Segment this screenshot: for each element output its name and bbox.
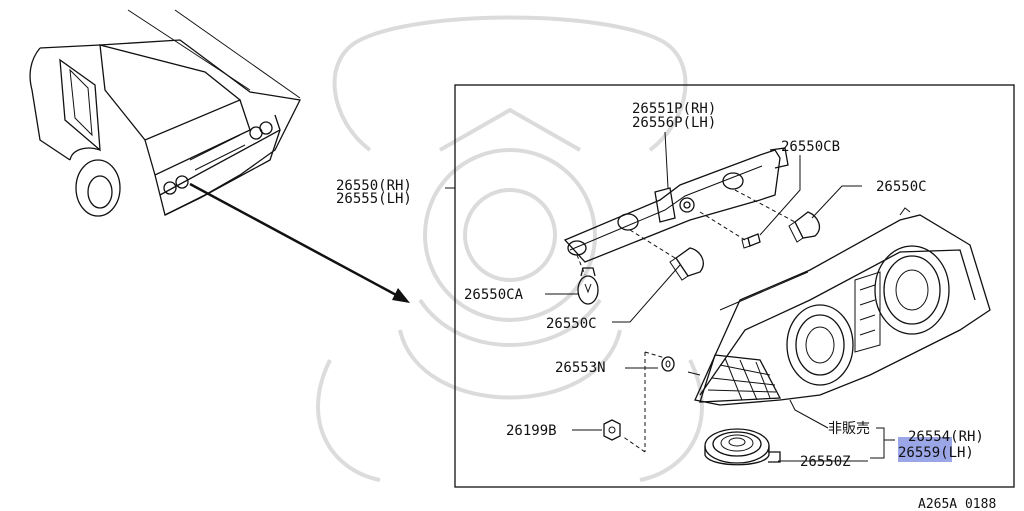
- bulb-26550cb: [741, 233, 761, 249]
- label-not-for-sale: 非販売: [828, 421, 870, 437]
- detail-frame: [454, 84, 1015, 488]
- highlight-box: [898, 437, 952, 462]
- label-26199b: 26199B: [506, 423, 557, 439]
- tail-lamp-housing: [687, 207, 991, 406]
- nut-26199b: [603, 419, 621, 441]
- label-26559-lh: 26559(LH): [898, 445, 974, 461]
- label-26555-lh: 26555(LH): [336, 191, 412, 207]
- label-26550ca: 26550CA: [464, 287, 524, 303]
- label-26550-rh: 26550(RH): [336, 178, 412, 194]
- bulb-26550c-mid: [669, 247, 704, 281]
- label-26550cb: 26550CB: [781, 139, 840, 155]
- leader-lines: [445, 131, 895, 462]
- bulb-socket-harness: [563, 147, 789, 263]
- washer-26553n: [661, 356, 675, 372]
- bulb-26550ca: [577, 267, 599, 305]
- label-26551p-rh: 26551P(RH): [632, 101, 716, 117]
- car-rear-illustration: [29, 9, 301, 217]
- label-26550c-mid: 26550C: [546, 316, 597, 332]
- gasket-26550z: [704, 428, 781, 466]
- alignment-lines: [576, 189, 796, 276]
- label-26550z: 26550Z: [800, 454, 851, 470]
- label-26553n: 26553N: [555, 360, 606, 376]
- figure-code: A265A 0188: [918, 497, 996, 511]
- pointer-arrow: [189, 182, 410, 303]
- label-26550c-top: 26550C: [876, 179, 927, 195]
- bulb-26550c-top: [788, 211, 821, 243]
- label-26556p-lh: 26556P(LH): [632, 115, 716, 131]
- label-26554-rh: 26554(RH): [908, 429, 984, 445]
- watermark-emblem: [316, 15, 704, 482]
